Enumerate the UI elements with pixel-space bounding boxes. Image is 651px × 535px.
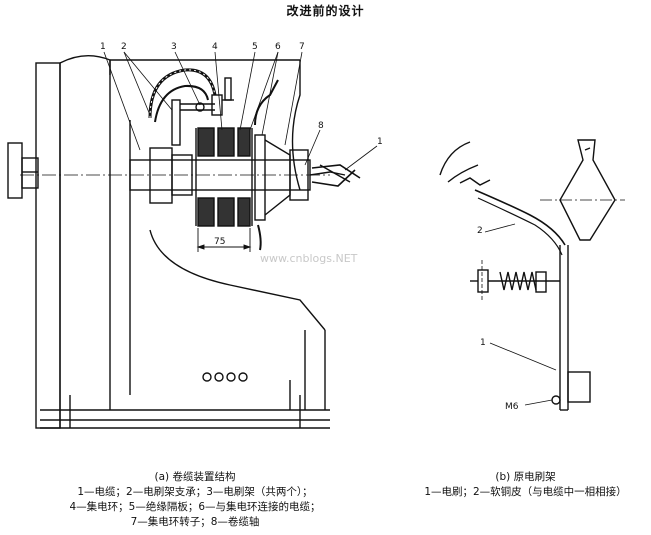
figure-a-caption-block: (a) 卷缆装置结构 1—电缆；2—电刷架支承；3—电刷架（共两个）； 4—集电… <box>0 470 390 530</box>
callout-b-2: 2 <box>477 226 483 236</box>
callout-a-2: 2 <box>121 42 127 52</box>
drum-top <box>59 55 111 75</box>
callout-leaders-a <box>103 51 378 171</box>
callout-b-1: 1 <box>480 338 486 348</box>
figure-b-legend-line-1: 1—电刷；2—软铜皮（与电缆中一相相接） <box>424 486 627 498</box>
figure-a-caption: (a) 卷缆装置结构 <box>154 471 236 483</box>
callout-a-1: 1 <box>100 42 106 52</box>
brush-block <box>567 371 591 403</box>
bolt-label: M6 <box>505 402 519 412</box>
figure-b-drawing <box>439 139 625 411</box>
bolt-row <box>202 372 248 382</box>
spring-bolt <box>470 260 560 300</box>
callout-a-3: 3 <box>171 42 177 52</box>
slip-ring-rotor <box>254 134 266 221</box>
figure-a-legend-line-3: 7—集电环转子；8—卷缆轴 <box>130 516 260 528</box>
dimension-75 <box>196 228 252 252</box>
page-title: 改进前的设计 <box>286 4 365 18</box>
figure-a-drawing <box>7 51 378 429</box>
figure-b-caption: (b) 原电刷架 <box>495 471 556 483</box>
callout-a-8: 8 <box>318 121 324 131</box>
hub <box>149 147 173 204</box>
figure-a-legend-line-2: 4—集电环；5—绝缘隔板；6—与集电环连接的电缆； <box>69 501 321 513</box>
watermark: www.cnblogs.NET <box>260 252 358 265</box>
drum-flange <box>35 62 61 429</box>
brush-clip <box>559 139 616 241</box>
slip-rings <box>195 127 253 227</box>
callout-a-5: 5 <box>252 42 258 52</box>
figure-a-legend-line-1: 1—电缆；2—电刷架支承；3—电刷架（共两个）； <box>77 486 313 498</box>
copper-strip <box>447 164 479 183</box>
brush-holder-support <box>171 99 181 146</box>
dimension-label: 75 <box>214 237 225 247</box>
callout-a-7: 7 <box>299 42 305 52</box>
shaft-stub <box>7 142 23 199</box>
callout-a-4: 4 <box>212 42 218 52</box>
callout-a-cable: 1 <box>377 137 383 147</box>
callout-a-6: 6 <box>275 42 281 52</box>
figure-b-caption-block: (b) 原电刷架 1—电刷；2—软铜皮（与电缆中一相相接） <box>400 470 651 500</box>
